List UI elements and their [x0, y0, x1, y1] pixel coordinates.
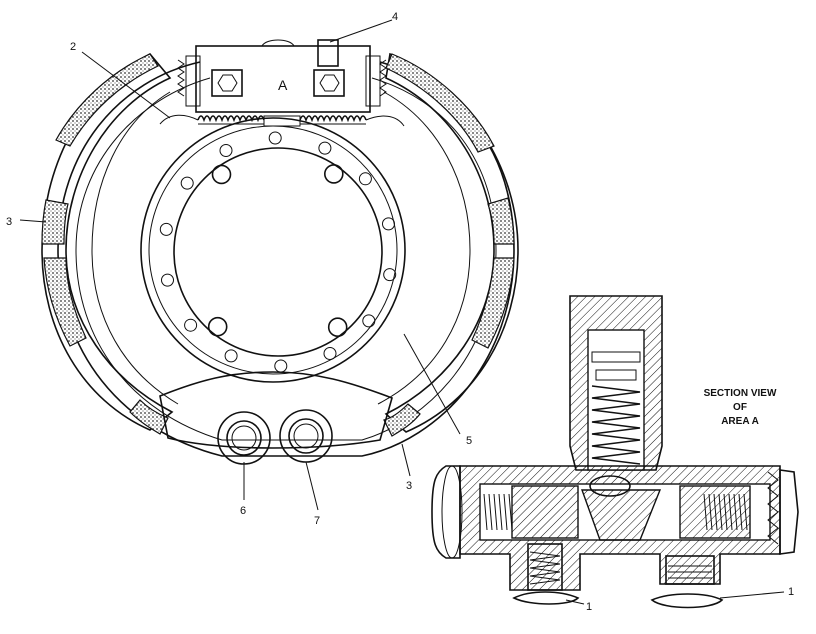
flange-hole [180, 176, 194, 190]
spring-link [263, 115, 301, 127]
section-caption-line-3: AREA A [721, 416, 759, 427]
leader-7 [305, 461, 319, 511]
callout-5: 5 [466, 435, 472, 447]
callout-3b: 3 [406, 480, 412, 492]
flange-hole [318, 141, 332, 155]
section-right-adjuster-thread [703, 493, 748, 531]
thread-line [713, 493, 718, 531]
right-lining-bottom [383, 403, 421, 437]
leader-4 [329, 19, 393, 43]
callout-3a: 3 [6, 216, 12, 228]
center-bore [173, 147, 383, 357]
dowel-hole [323, 164, 344, 184]
right-lining-lower [471, 257, 515, 349]
section-seal-left [512, 591, 580, 605]
section-caption: SECTION VIEW OF AREA A [704, 388, 777, 427]
callout-2: 2 [70, 41, 76, 53]
thread-line [723, 493, 728, 531]
callouts: 2 4 3 3 5 6 7 1 1 [6, 11, 794, 613]
area-a-label: A [278, 77, 288, 93]
return-spring-right [299, 115, 405, 127]
section-view [431, 295, 799, 609]
thread-line [503, 493, 508, 531]
callout-1a: 1 [586, 601, 592, 613]
left-lining-lower [43, 257, 87, 347]
leader-1b [719, 591, 785, 599]
left-lining-upper [55, 53, 159, 147]
flange-holes [159, 131, 397, 373]
backing-plate-inner-edge [75, 77, 497, 441]
callout-7: 7 [314, 515, 320, 527]
flange-hole [219, 144, 233, 157]
left-lining-middle [41, 199, 69, 245]
left-brake-shoe [41, 52, 174, 431]
flange-hole [184, 318, 198, 332]
thread-line [508, 493, 513, 531]
right-brake-shoe [384, 52, 519, 433]
thread-line [493, 493, 498, 531]
thread-line [483, 493, 488, 531]
leader-2 [81, 51, 171, 119]
thread-line [488, 493, 493, 531]
flange-hole [383, 268, 397, 282]
callout-1b: 1 [788, 586, 794, 598]
section-left-adjuster-thread [483, 493, 513, 531]
backing-plate [57, 61, 515, 457]
dowel-hole [327, 317, 348, 338]
flange-hole [268, 131, 282, 145]
thread-line [498, 493, 503, 531]
right-lining-middle [487, 197, 515, 245]
dowel-hole [207, 316, 228, 337]
flange-hole [161, 273, 174, 287]
dowel-holes [207, 164, 348, 338]
section-left-boot [431, 465, 461, 559]
section-seal-right [650, 593, 724, 609]
section-center-wedge [581, 489, 662, 541]
leader-1a [565, 599, 585, 605]
flange-hole [382, 217, 395, 231]
brake-assembly: A [41, 39, 519, 465]
leader-3a [19, 219, 47, 223]
flange-hole [274, 359, 288, 373]
mounting-bolt-left [211, 69, 243, 97]
thread-line [703, 493, 708, 531]
left-lining-bottom [129, 399, 169, 435]
callout-4: 4 [392, 11, 398, 23]
anchor-bracket [159, 371, 393, 449]
flange-hole [323, 347, 337, 360]
section-left-piston [511, 485, 579, 539]
flange-hole [159, 222, 173, 236]
wheel-cylinder [177, 39, 387, 113]
flange-hole [224, 349, 238, 363]
section-lower-spring-left [527, 543, 563, 591]
thread-line [738, 493, 743, 531]
section-plunger-spring [591, 385, 641, 465]
thread-line [733, 493, 738, 531]
mounting-bolt-right [313, 69, 345, 97]
flange-hole [358, 172, 372, 186]
leader-5 [403, 333, 461, 435]
right-lining-upper [385, 53, 495, 153]
dowel-hole [211, 164, 232, 185]
thread-line [728, 493, 733, 531]
section-roller [589, 475, 631, 497]
section-lower-plug-right [665, 555, 715, 585]
callout-6: 6 [240, 505, 246, 517]
return-spring-left [159, 114, 265, 125]
thread-line [743, 493, 748, 531]
section-caption-line-1: SECTION VIEW [704, 388, 777, 399]
anchor-pin-7 [279, 409, 333, 463]
section-caption-line-2: OF [733, 402, 747, 413]
right-shoe-web [377, 91, 471, 405]
flange-hole [362, 314, 376, 328]
hub-flange-inner-ring [148, 125, 398, 375]
left-shoe-web [91, 91, 179, 405]
thread-line [708, 493, 713, 531]
leader-3b [401, 443, 411, 477]
section-right-boot [779, 469, 799, 555]
hub-flange [140, 117, 406, 383]
thread-line [718, 493, 723, 531]
